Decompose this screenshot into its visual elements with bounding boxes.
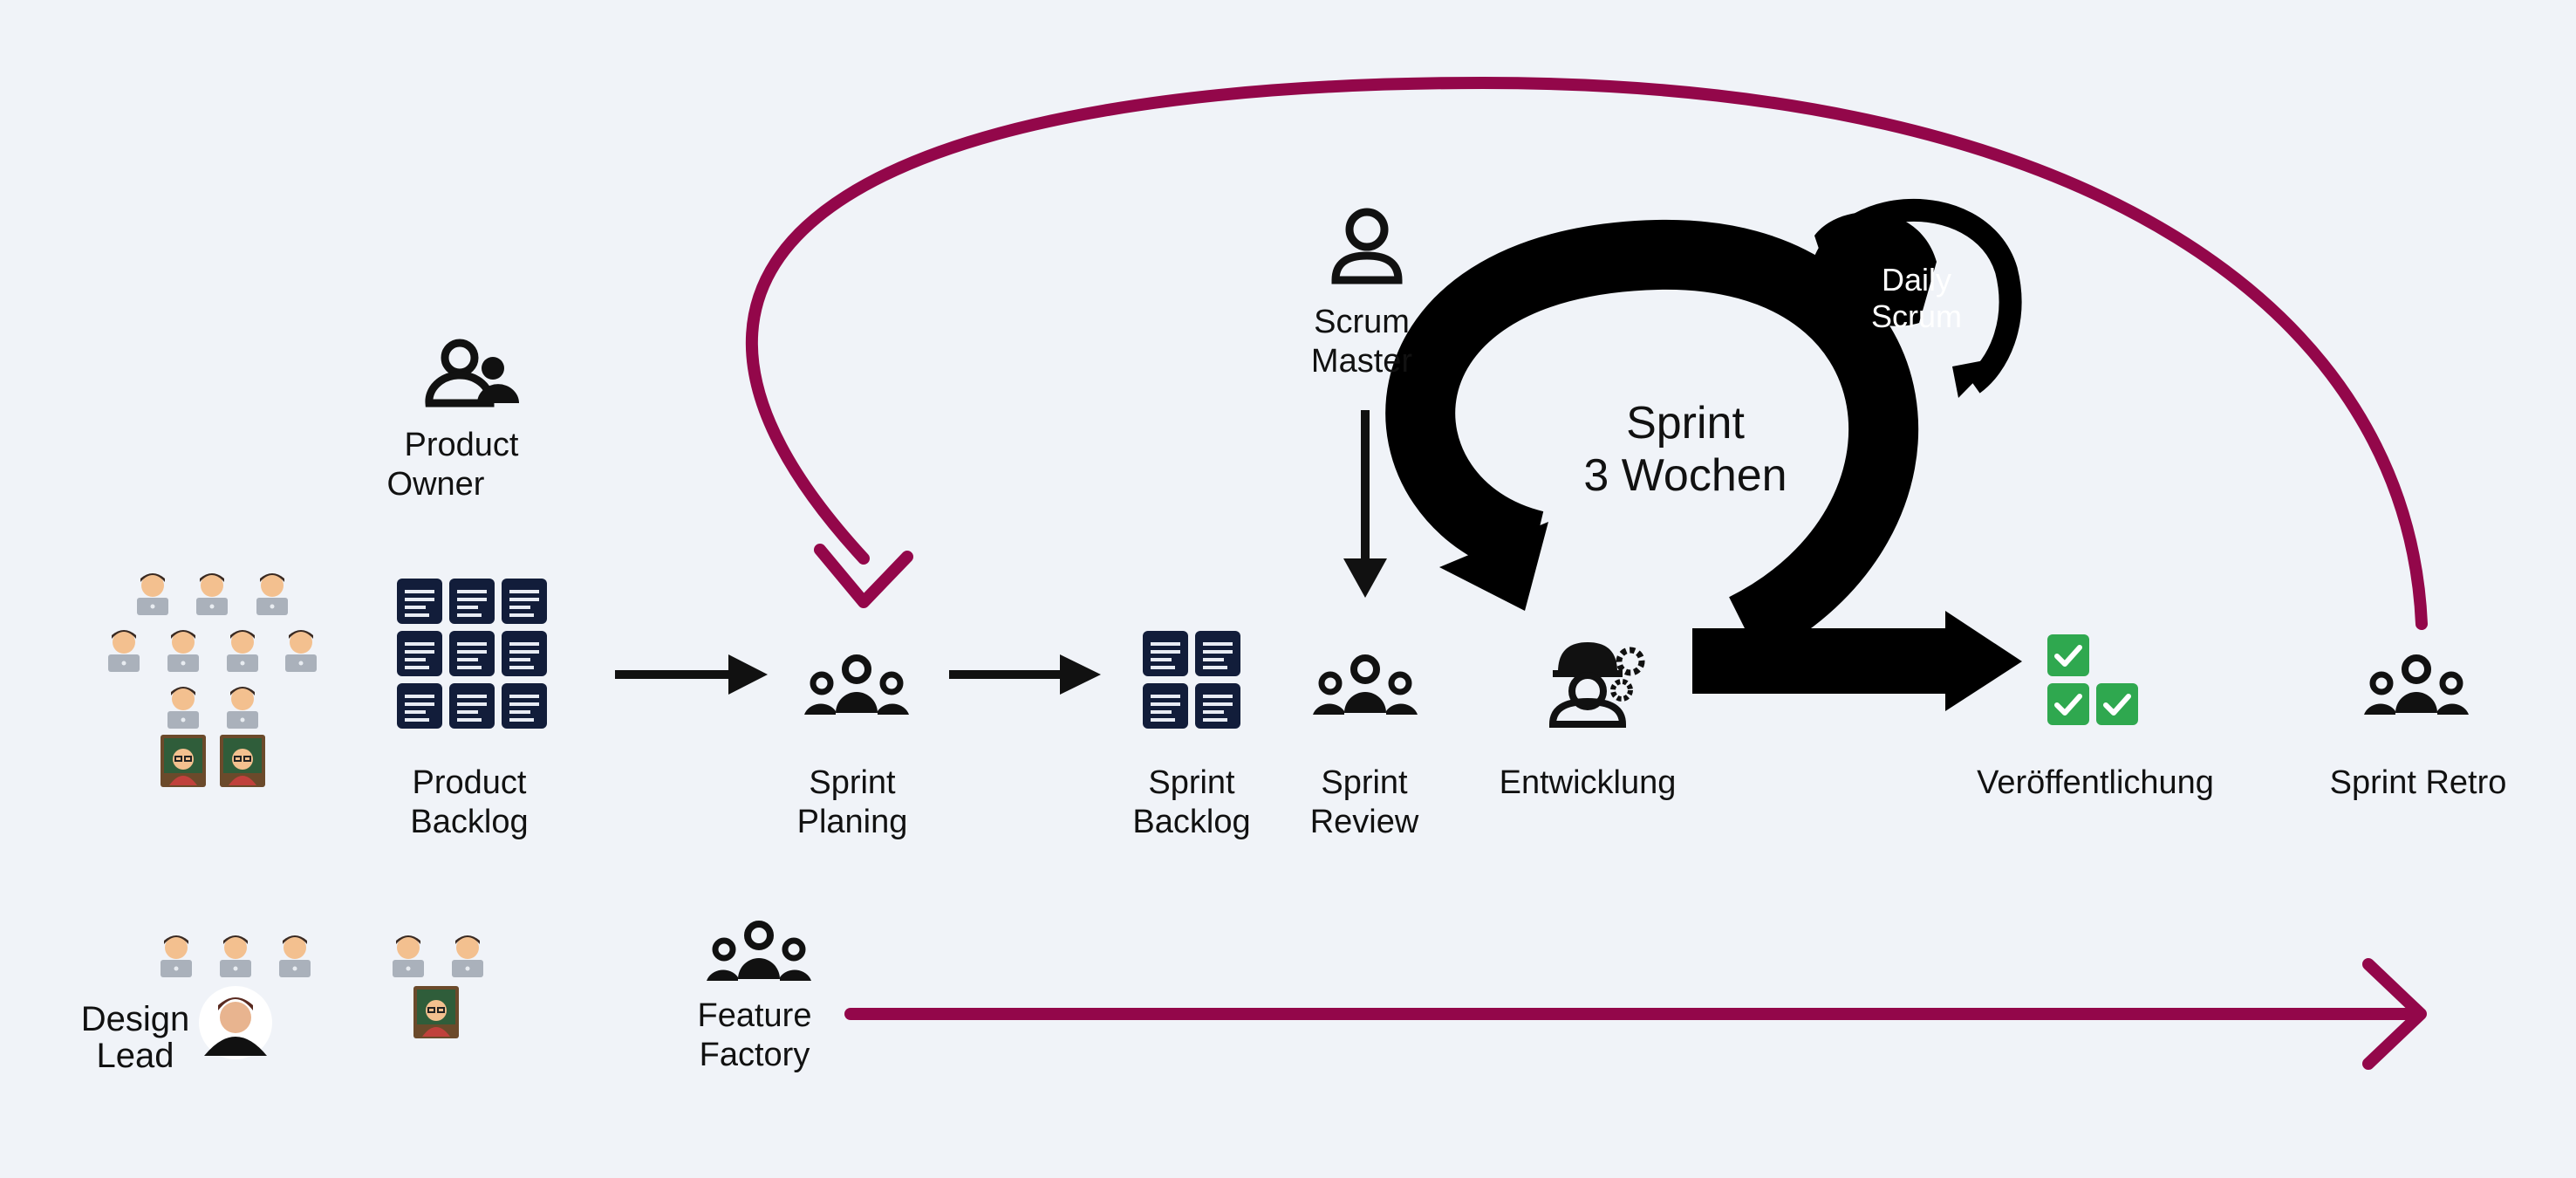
daily-scrum-arrow-head [1952,358,1998,398]
sprint-backlog-icon [1143,631,1240,729]
sprint-retro-label: Sprint Retro [2329,764,2507,801]
daily-scrum-label: Daily Scrum [1870,262,1963,334]
sprint-review-label: Sprint Review [1309,764,1419,840]
product-owner-label: Product Owner [386,427,519,503]
arrow-planing-to-sprint-backlog [949,654,1101,695]
feature-factory-arrow-head [2362,958,2427,1070]
arrow-backlog-to-planing [615,654,768,695]
sprint-retro-icon [2364,658,2469,715]
developer-gears-icon [1548,642,1645,728]
release-checks-icon [2047,634,2138,725]
arrow-scrum-master-to-review [1343,410,1387,598]
feature-factory-icon [707,924,811,981]
sprint-exit-arrow [1692,611,2022,711]
sprint-cycle-loop [1385,219,1919,660]
veroeffentlichung-label: Veröffentlichung [1977,764,2214,801]
entwicklung-label: Entwicklung [1499,764,1677,801]
sprint-duration-label: Sprint 3 Wochen [1583,398,1787,501]
feature-factory-label: Feature Factory [697,997,812,1073]
scrum-master-icon [1331,208,1403,284]
design-lead-label: Design Lead [80,1000,190,1075]
sprint-review-icon [1313,658,1418,715]
scrum-master-label: Scrum Master [1310,304,1413,380]
product-owner-icon [425,339,519,408]
sprint-planing-label: Sprint Planing [796,764,908,840]
retro-feedback-arrow [745,76,2428,630]
sprint-backlog-label: Sprint Backlog [1132,764,1251,840]
sprint-planing-icon [804,658,909,715]
product-backlog-icon [397,579,547,729]
product-backlog-label: Product Backlog [410,764,529,840]
developer-team-emojis [108,573,317,788]
design-lead-avatar [199,986,272,1059]
retro-feedback-arrow-head [814,544,913,608]
daily-scrum-fill [1814,211,1937,326]
sprint-cycle-arrow-head [1439,522,1548,611]
